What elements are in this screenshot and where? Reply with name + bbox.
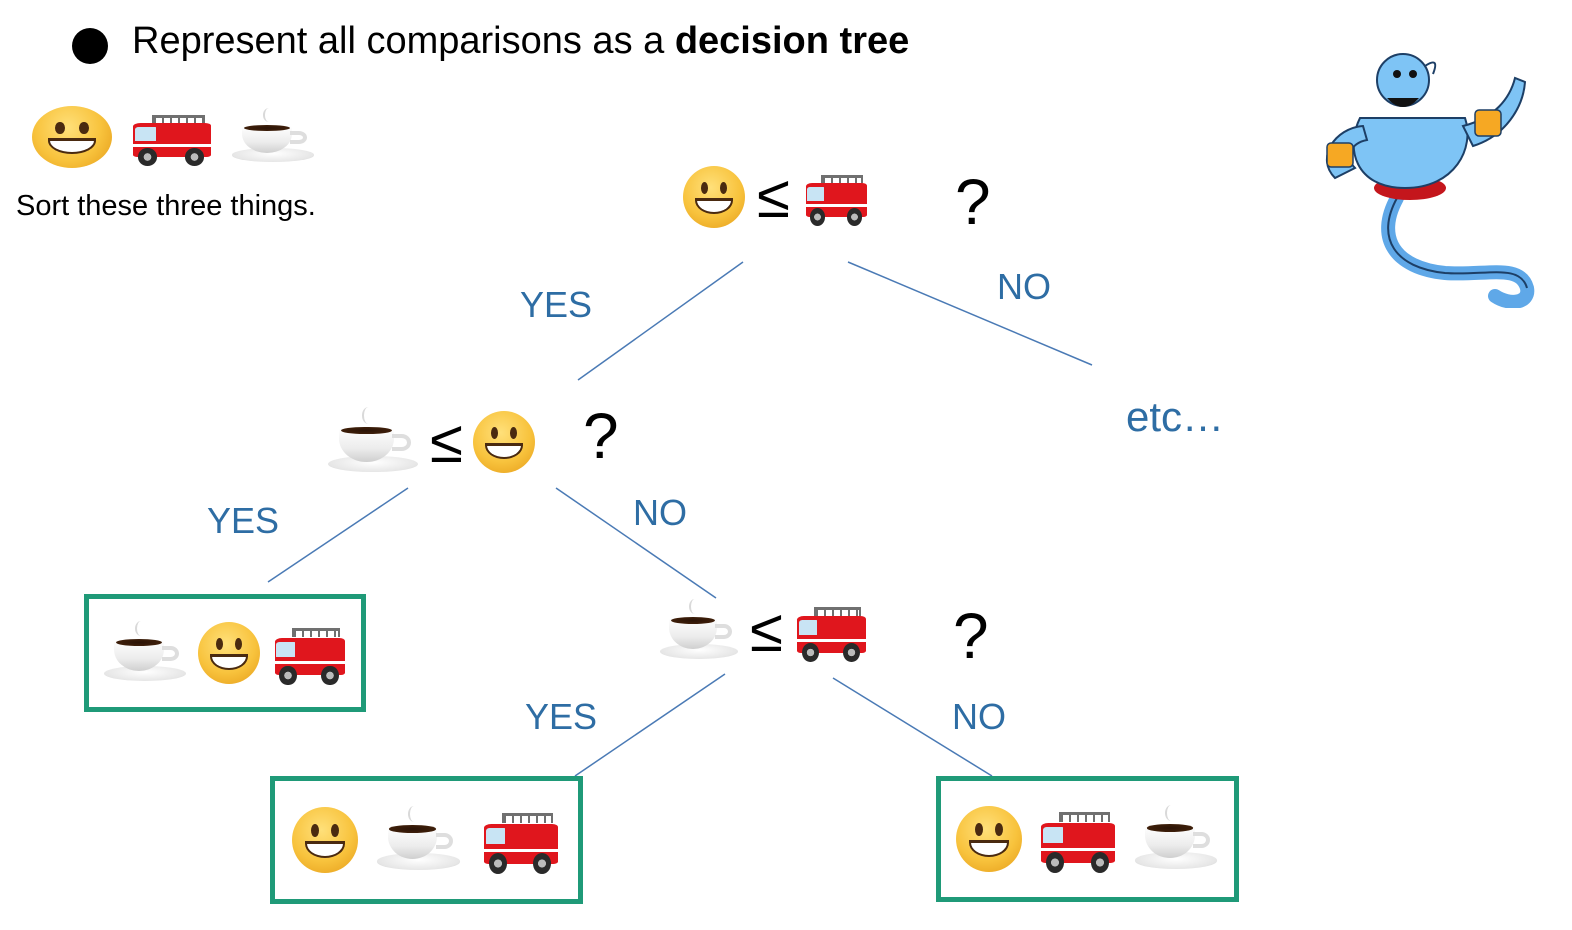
edge-mid-no <box>555 487 717 599</box>
question-mark: ? <box>583 400 619 472</box>
smiley-icon <box>291 807 358 873</box>
operator-leq: ≤ <box>750 597 783 664</box>
node-low: ≤ <box>658 596 869 666</box>
result-box-1 <box>84 594 366 712</box>
edge-root-no <box>847 261 1093 366</box>
node-root: ≤ <box>683 166 870 228</box>
coffee-icon <box>375 803 461 877</box>
fire-truck-icon <box>270 618 348 688</box>
bullet-point <box>72 28 108 64</box>
question-mark: ? <box>953 600 989 672</box>
smiley-icon <box>956 806 1023 872</box>
result-box-2 <box>270 776 583 904</box>
label-no: NO <box>952 696 1006 737</box>
edge-mid-yes <box>267 487 409 583</box>
label-yes: YES <box>525 696 598 737</box>
smiley-icon <box>472 411 535 473</box>
label-no: NO <box>997 266 1051 307</box>
title-bold: decision tree <box>674 20 910 62</box>
coffee-icon <box>1133 802 1219 876</box>
genie-icon <box>1325 53 1535 308</box>
operator-leq: ≤ <box>430 408 463 475</box>
fire-truck-icon <box>1036 802 1118 876</box>
etc-text: etc… <box>1126 393 1225 440</box>
fire-truck-icon <box>479 803 561 877</box>
smiley-icon <box>683 166 745 228</box>
result-box-3 <box>936 776 1239 902</box>
edge-root-yes <box>577 261 744 381</box>
label-no: NO <box>633 492 687 533</box>
label-yes: YES <box>520 284 593 325</box>
node-mid: ≤ <box>326 404 535 480</box>
label-yes: YES <box>207 500 280 541</box>
fire-truck-icon <box>802 166 870 228</box>
coffee-icon <box>230 106 316 168</box>
slide-title: Represent all comparisons as a decision … <box>132 20 909 63</box>
question-mark: ? <box>955 166 991 238</box>
smiley-icon <box>32 106 112 168</box>
edge-low-yes <box>574 673 726 777</box>
operator-leq: ≤ <box>757 163 790 230</box>
coffee-icon <box>326 404 420 480</box>
coffee-icon <box>102 618 188 688</box>
fire-truck-icon <box>793 597 869 665</box>
smiley-icon <box>198 622 260 684</box>
fire-truck-icon <box>128 106 214 168</box>
intro-items <box>32 106 316 168</box>
coffee-icon <box>658 596 740 666</box>
intro-caption: Sort these three things. <box>16 190 316 222</box>
title-prefix: Represent all comparisons as a <box>132 20 675 62</box>
edge-low-no <box>832 677 993 777</box>
